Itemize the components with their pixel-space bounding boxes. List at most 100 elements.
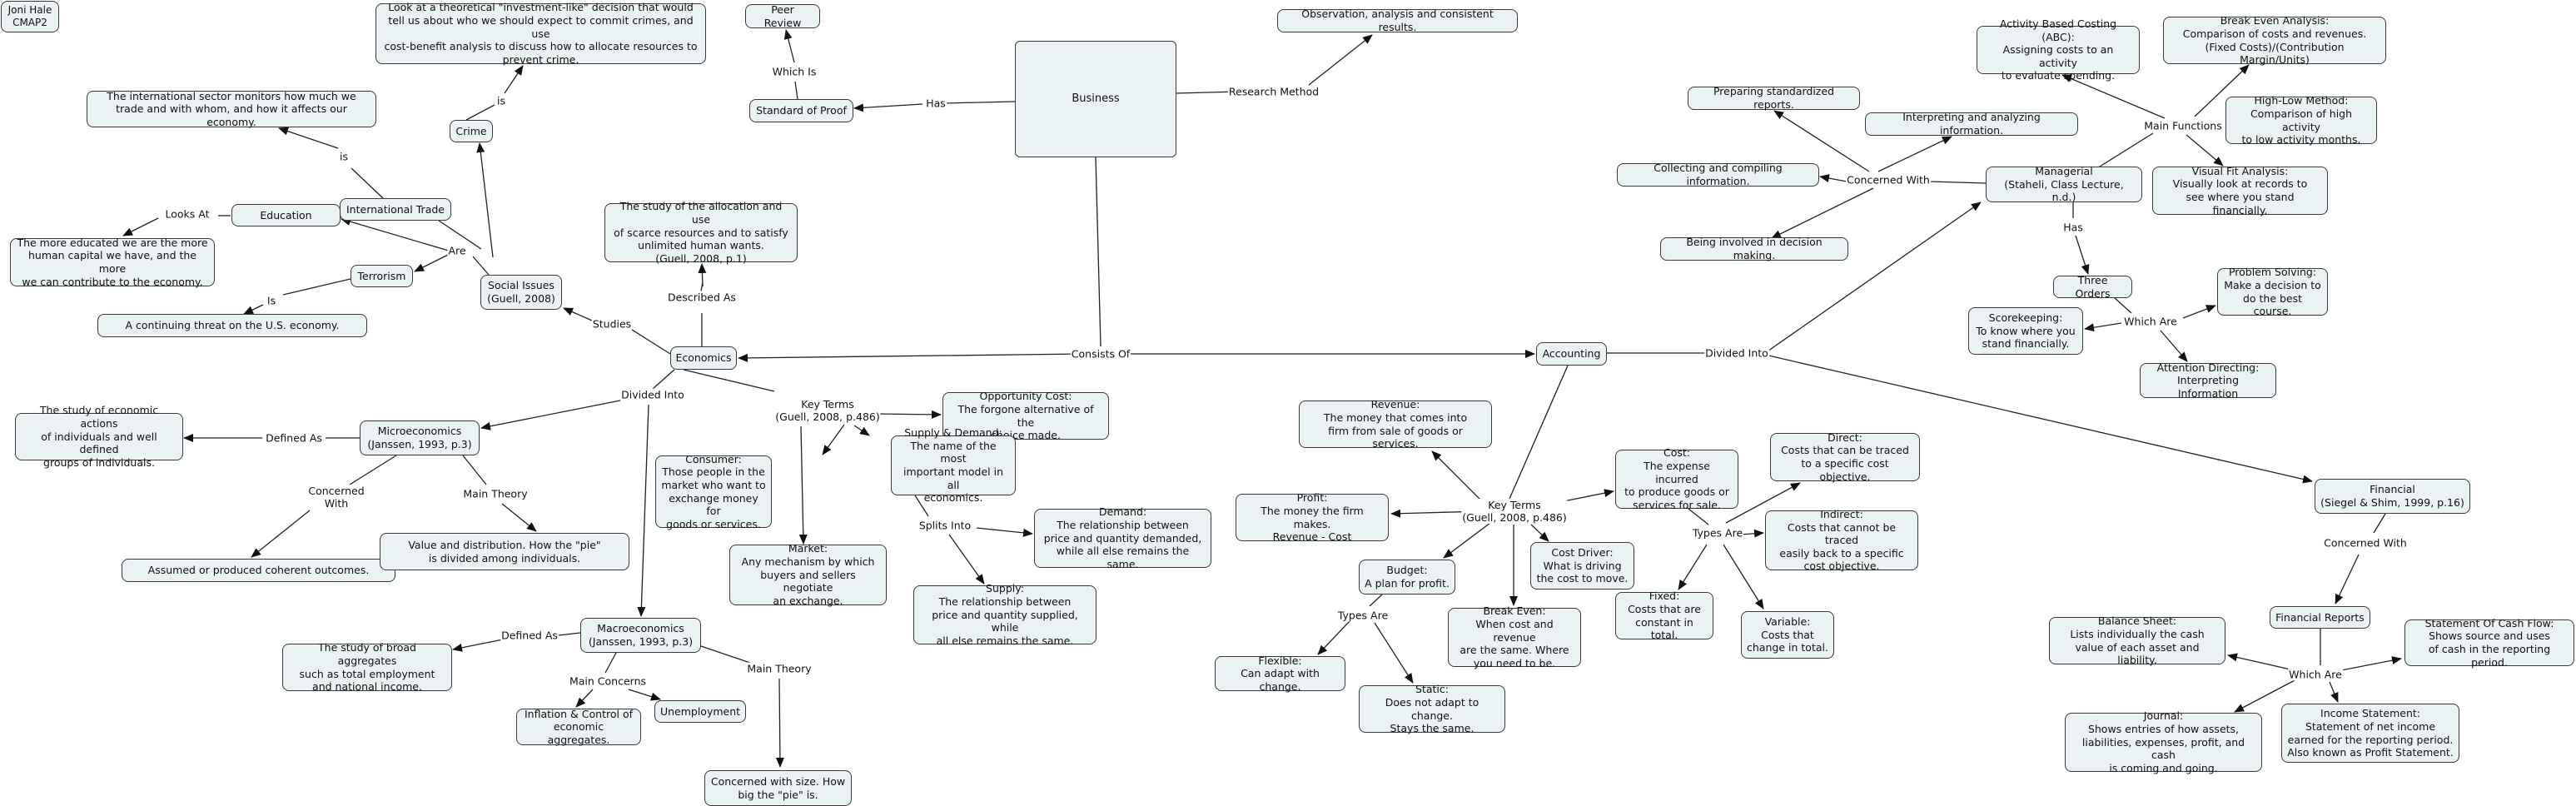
concept-high-low[interactable]: High-Low Method: Comparison of high acti…: [2225, 94, 2377, 146]
link-main-theory-micro: Main Theory: [462, 487, 529, 500]
concept-education[interactable]: Education: [231, 204, 341, 226]
concept-cash-flow[interactable]: Statement Of Cash Flow: Shows source and…: [2404, 617, 2574, 669]
concept-direct[interactable]: Direct: Costs that can be traced to a sp…: [1770, 431, 1920, 483]
concept-profit[interactable]: Profit: The money the firm makes. Revenu…: [1236, 491, 1389, 543]
concept-terrorism[interactable]: Terrorism: [351, 265, 413, 287]
concept-international-trade[interactable]: International Trade: [340, 198, 451, 221]
concept-demand[interactable]: Demand: The relationship between price a…: [1034, 505, 1211, 570]
concept-decision-making[interactable]: Being involved in decision making.: [1660, 236, 1848, 261]
concept-budget[interactable]: Budget: A plan for profit.: [1359, 560, 1455, 595]
concept-economics-definition[interactable]: The study of the allocation and use of s…: [604, 200, 798, 265]
concept-balance-sheet[interactable]: Balance Sheet: Lists individually the ca…: [2049, 614, 2225, 666]
concept-standard-of-proof[interactable]: Standard of Proof: [749, 99, 853, 122]
link-types-are-budget: Types Are: [1336, 609, 1390, 622]
concept-problem-solving[interactable]: Problem Solving: Make a decision to do t…: [2217, 266, 2328, 317]
concept-micro-definition[interactable]: The study of economic actions of individ…: [15, 404, 183, 469]
concept-cost[interactable]: Cost: The expense incurred to produce go…: [1615, 446, 1738, 511]
line-connector: [2373, 513, 2386, 534]
line-connector: [2114, 297, 2132, 314]
concept-attention-directing[interactable]: Attention Directing: Interpreting Inform…: [2140, 361, 2276, 400]
arrow-connector: [1764, 354, 2313, 484]
concept-journal[interactable]: Journal: Shows entries of how assets, li…: [2065, 709, 2262, 774]
line-connector: [282, 278, 351, 296]
arrow-connector: [2227, 653, 2299, 672]
concept-indirect[interactable]: Indirect: Costs that cannot be traced ea…: [1765, 508, 1918, 572]
arrow-connector: [251, 510, 311, 558]
arrow-connector: [1443, 522, 1491, 559]
concept-fixed[interactable]: Fixed: Costs that are constant in total.: [1615, 590, 1713, 641]
concept-market[interactable]: Market: Any mechanism by which buyers an…: [729, 542, 887, 607]
arrow-connector: [1725, 482, 1801, 524]
concept-managerial[interactable]: Managerial (Staheli, Class Lecture, n.d.…: [1986, 165, 2142, 203]
concept-cost-driver[interactable]: Cost Driver: What is driving the cost to…: [1530, 542, 1634, 590]
line-connector: [472, 256, 490, 276]
line-connector: [1369, 594, 1383, 607]
arrow-connector: [2075, 235, 2090, 275]
line-connector: [1688, 508, 1709, 525]
link-which-are-orders: Which Are: [2123, 315, 2178, 328]
concept-international-definition[interactable]: The international sector monitors how mu…: [87, 90, 376, 128]
concept-interpreting[interactable]: Interpreting and analyzing information.: [1865, 111, 2078, 137]
concept-break-even[interactable]: Break Even: When cost and revenue are th…: [1448, 604, 1581, 669]
arrow-connector: [575, 689, 594, 708]
concept-preparing-reports[interactable]: Preparing standardized reports.: [1688, 85, 1860, 111]
concept-income-statement[interactable]: Income Statement: Statement of net incom…: [2281, 704, 2459, 763]
concept-visual-fit[interactable]: Visual Fit Analysis: Visually look at re…: [2152, 165, 2328, 216]
concept-supply-demand[interactable]: Supply & Demand: The name of the most im…: [891, 426, 1016, 504]
arrow-connector: [1431, 450, 1486, 505]
concept-revenue[interactable]: Revenue: The money that comes into firm …: [1299, 398, 1492, 450]
arrow-connector: [2084, 322, 2122, 332]
arrow-connector: [1678, 544, 1708, 590]
concept-macroeconomics[interactable]: Macroeconomics (Janssen, 1993, p.3): [580, 618, 701, 653]
line-connector: [351, 167, 384, 199]
concept-three-orders[interactable]: Three Orders: [2053, 274, 2132, 300]
line-connector: [914, 495, 929, 517]
link-are: Are: [447, 244, 467, 257]
arrow-connector: [341, 217, 452, 252]
link-described-as: Described As: [667, 291, 737, 304]
arrow-connector: [2329, 681, 2339, 703]
concept-static[interactable]: Static: Does not adapt to change. Stays …: [1359, 683, 1505, 734]
concept-unemployment[interactable]: Unemployment: [654, 700, 746, 723]
concept-variable[interactable]: Variable: Costs that change in total.: [1741, 611, 1834, 659]
concept-value-distribution[interactable]: Value and distribution. How the "pie" is…: [380, 533, 629, 570]
concept-abc[interactable]: Activity Based Costing (ABC): Assigning …: [1977, 17, 2140, 82]
concept-financial[interactable]: Financial (Siegel & Shim, 1999, p.16): [2315, 479, 2470, 514]
concept-education-definition[interactable]: The more educated we are the more human …: [10, 236, 215, 288]
arrow-connector: [1739, 529, 1764, 538]
link-main-functions: Main Functions: [2143, 119, 2223, 132]
arrow-connector: [480, 398, 629, 430]
concept-financial-reports[interactable]: Financial Reports: [2270, 606, 2370, 629]
arrow-connector: [1764, 202, 1982, 354]
concept-terrorism-definition[interactable]: A continuing threat on the U.S. economy.: [97, 314, 367, 337]
concept-collecting[interactable]: Collecting and compiling information.: [1617, 162, 1819, 187]
concept-macro-definition[interactable]: The study of broad aggregates such as to…: [282, 641, 452, 693]
concept-social-issues[interactable]: Social Issues (Guell, 2008): [480, 275, 562, 310]
concept-scorekeeping[interactable]: Scorekeeping: To know where you stand fi…: [1968, 307, 2083, 355]
concept-flexible[interactable]: Flexible: Can adapt with change.: [1215, 654, 1345, 693]
arrow-connector: [1317, 620, 1350, 655]
concept-theoretical-decision[interactable]: Look at a theoretical "investment-like" …: [375, 1, 706, 66]
concept-supply[interactable]: Supply: The relationship between price a…: [913, 582, 1097, 647]
concept-consumer[interactable]: Consumer: Those people in the market who…: [655, 453, 772, 530]
concept-size-pie[interactable]: Concerned with size. How big the "pie" i…: [704, 770, 852, 806]
link-main-concerns: Main Concerns: [568, 674, 648, 688]
concept-inflation[interactable]: Inflation & Control of economic aggregat…: [516, 708, 641, 746]
concept-break-even-analysis[interactable]: Break Even Analysis: Comparison of costs…: [2163, 14, 2386, 66]
arrow-connector: [775, 678, 784, 768]
concept-crime[interactable]: Crime: [450, 120, 493, 142]
concept-opportunity-cost[interactable]: Opportunity Cost: The forgone alternativ…: [942, 390, 1109, 441]
concept-microeconomics[interactable]: Microeconomics (Janssen, 1993, p.3): [360, 420, 480, 455]
arrow-connector: [2332, 656, 2402, 673]
concept-coherent-outcomes[interactable]: Assumed or produced coherent outcomes.: [122, 559, 395, 582]
link-research-method: Research Method: [1227, 85, 1320, 98]
concept-business[interactable]: Business: [1015, 41, 1176, 157]
link-main-theory-macro: Main Theory: [746, 662, 813, 675]
concept-peer-review[interactable]: Peer Review: [745, 3, 820, 29]
concept-observation[interactable]: Observation, analysis and consistent res…: [1277, 7, 1518, 33]
concept-accounting[interactable]: Accounting: [1536, 342, 1607, 366]
concept-economics[interactable]: Economics: [670, 346, 737, 370]
link-which-is: Which Is: [771, 65, 818, 78]
arrow-connector: [2186, 134, 2224, 167]
